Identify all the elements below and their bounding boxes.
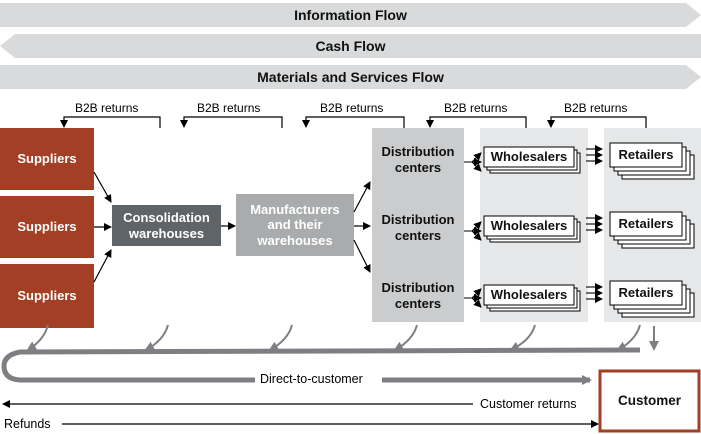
materials-flow-band (0, 65, 701, 89)
customer-box (598, 369, 701, 433)
manufacturers-label: Manufacturers and their warehouses (250, 201, 340, 248)
wholesaler-stacks (483, 146, 581, 312)
customer-return-curves (26, 324, 659, 352)
consolidation-label: Consolidation warehouses (123, 209, 210, 241)
supplier-label: Suppliers (17, 151, 77, 167)
retailer-label: Retailers (618, 147, 674, 163)
direct-to-customer-loop (1, 347, 641, 383)
information-flow-band (0, 3, 701, 27)
consolidation-box (112, 205, 221, 246)
wholesaler-label: Wholesalers (490, 149, 568, 165)
supplier-label: Suppliers (17, 288, 77, 304)
b2b-returns-label: B2B returns (318, 101, 386, 115)
customer-returns-label: Customer returns (480, 397, 577, 411)
b2b-returns-label: B2B returns (562, 101, 630, 115)
distribution-center-label: Distribution centers (381, 280, 455, 311)
supplier-box-3 (0, 264, 94, 328)
supplier-box-2 (0, 196, 94, 258)
wholesaler-label: Wholesalers (490, 287, 568, 303)
wholesaler-label: Wholesalers (490, 218, 568, 234)
distribution-center-label: Distribution centers (381, 212, 455, 243)
customer-label: Customer (617, 392, 681, 408)
supplier-box-1 (0, 128, 94, 190)
b2b-return-brackets (60, 116, 647, 128)
materials-flow-label: Materials and Services Flow (257, 68, 444, 85)
information-flow-label: Information Flow (294, 6, 407, 23)
distribution-center-label: Distribution centers (381, 144, 455, 175)
cash-flow-label: Cash Flow (315, 37, 386, 54)
supplier-label: Suppliers (17, 219, 77, 235)
cash-flow-band (0, 34, 701, 58)
distribution-centers-panel (372, 128, 464, 322)
retailer-stacks (609, 142, 695, 318)
manufacturers-box (236, 194, 354, 256)
b2b-returns-label: B2B returns (442, 101, 510, 115)
retailer-label: Retailers (618, 216, 674, 232)
b2b-returns-label: B2B returns (73, 101, 141, 115)
refunds-label: Refunds (4, 417, 51, 431)
retailer-label: Retailers (618, 285, 674, 301)
b2b-returns-label: B2B returns (195, 101, 263, 115)
direct-to-customer-label: Direct-to-customer (260, 372, 363, 386)
